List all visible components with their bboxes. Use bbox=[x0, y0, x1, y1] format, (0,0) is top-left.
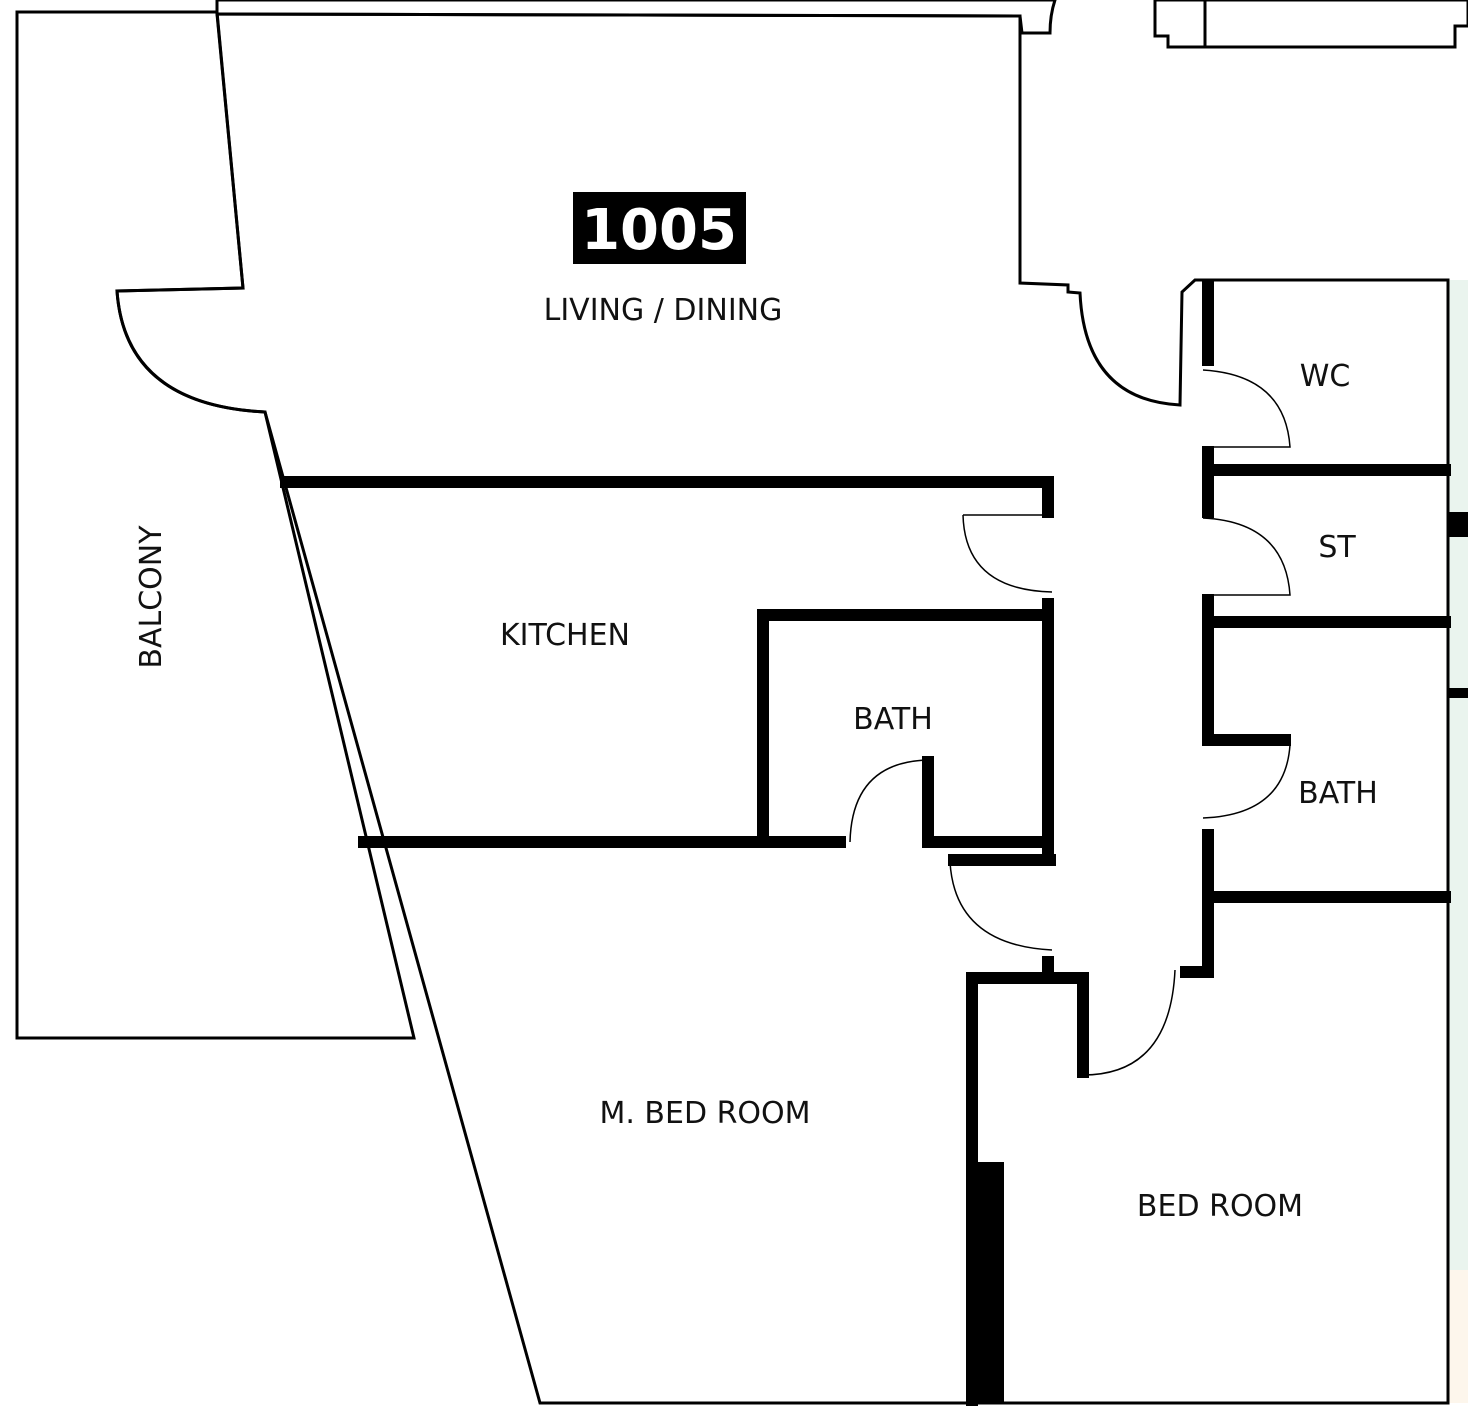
balcony-area bbox=[15, 10, 416, 1040]
unit-number-badge bbox=[573, 192, 746, 264]
room-label-bath-1: BATH bbox=[853, 702, 933, 737]
room-label-bath-2: BATH bbox=[1298, 776, 1378, 811]
room-label-wc: WC bbox=[1300, 359, 1351, 394]
room-label-kitchen: KITCHEN bbox=[500, 618, 630, 653]
unit-area bbox=[115, 12, 1450, 1405]
door-swings bbox=[849, 369, 1291, 1076]
room-label-master-bedroom: M. BED ROOM bbox=[599, 1096, 810, 1131]
room-label-balcony: BALCONY bbox=[134, 525, 169, 669]
neighbor-unit-pink-right bbox=[1153, 0, 1207, 49]
room-label-bedroom: BED ROOM bbox=[1137, 1189, 1303, 1224]
room-label-st: ST bbox=[1318, 530, 1356, 565]
unit-number: 1005 bbox=[581, 198, 737, 263]
neighbor-unit-green-right bbox=[1448, 280, 1468, 1270]
room-label-living-dining: LIVING / DINING bbox=[544, 293, 783, 328]
neighbor-unit-green bbox=[1203, 0, 1468, 49]
walls bbox=[280, 279, 1468, 1406]
neighbor-unit-beige-right bbox=[1448, 1270, 1468, 1403]
